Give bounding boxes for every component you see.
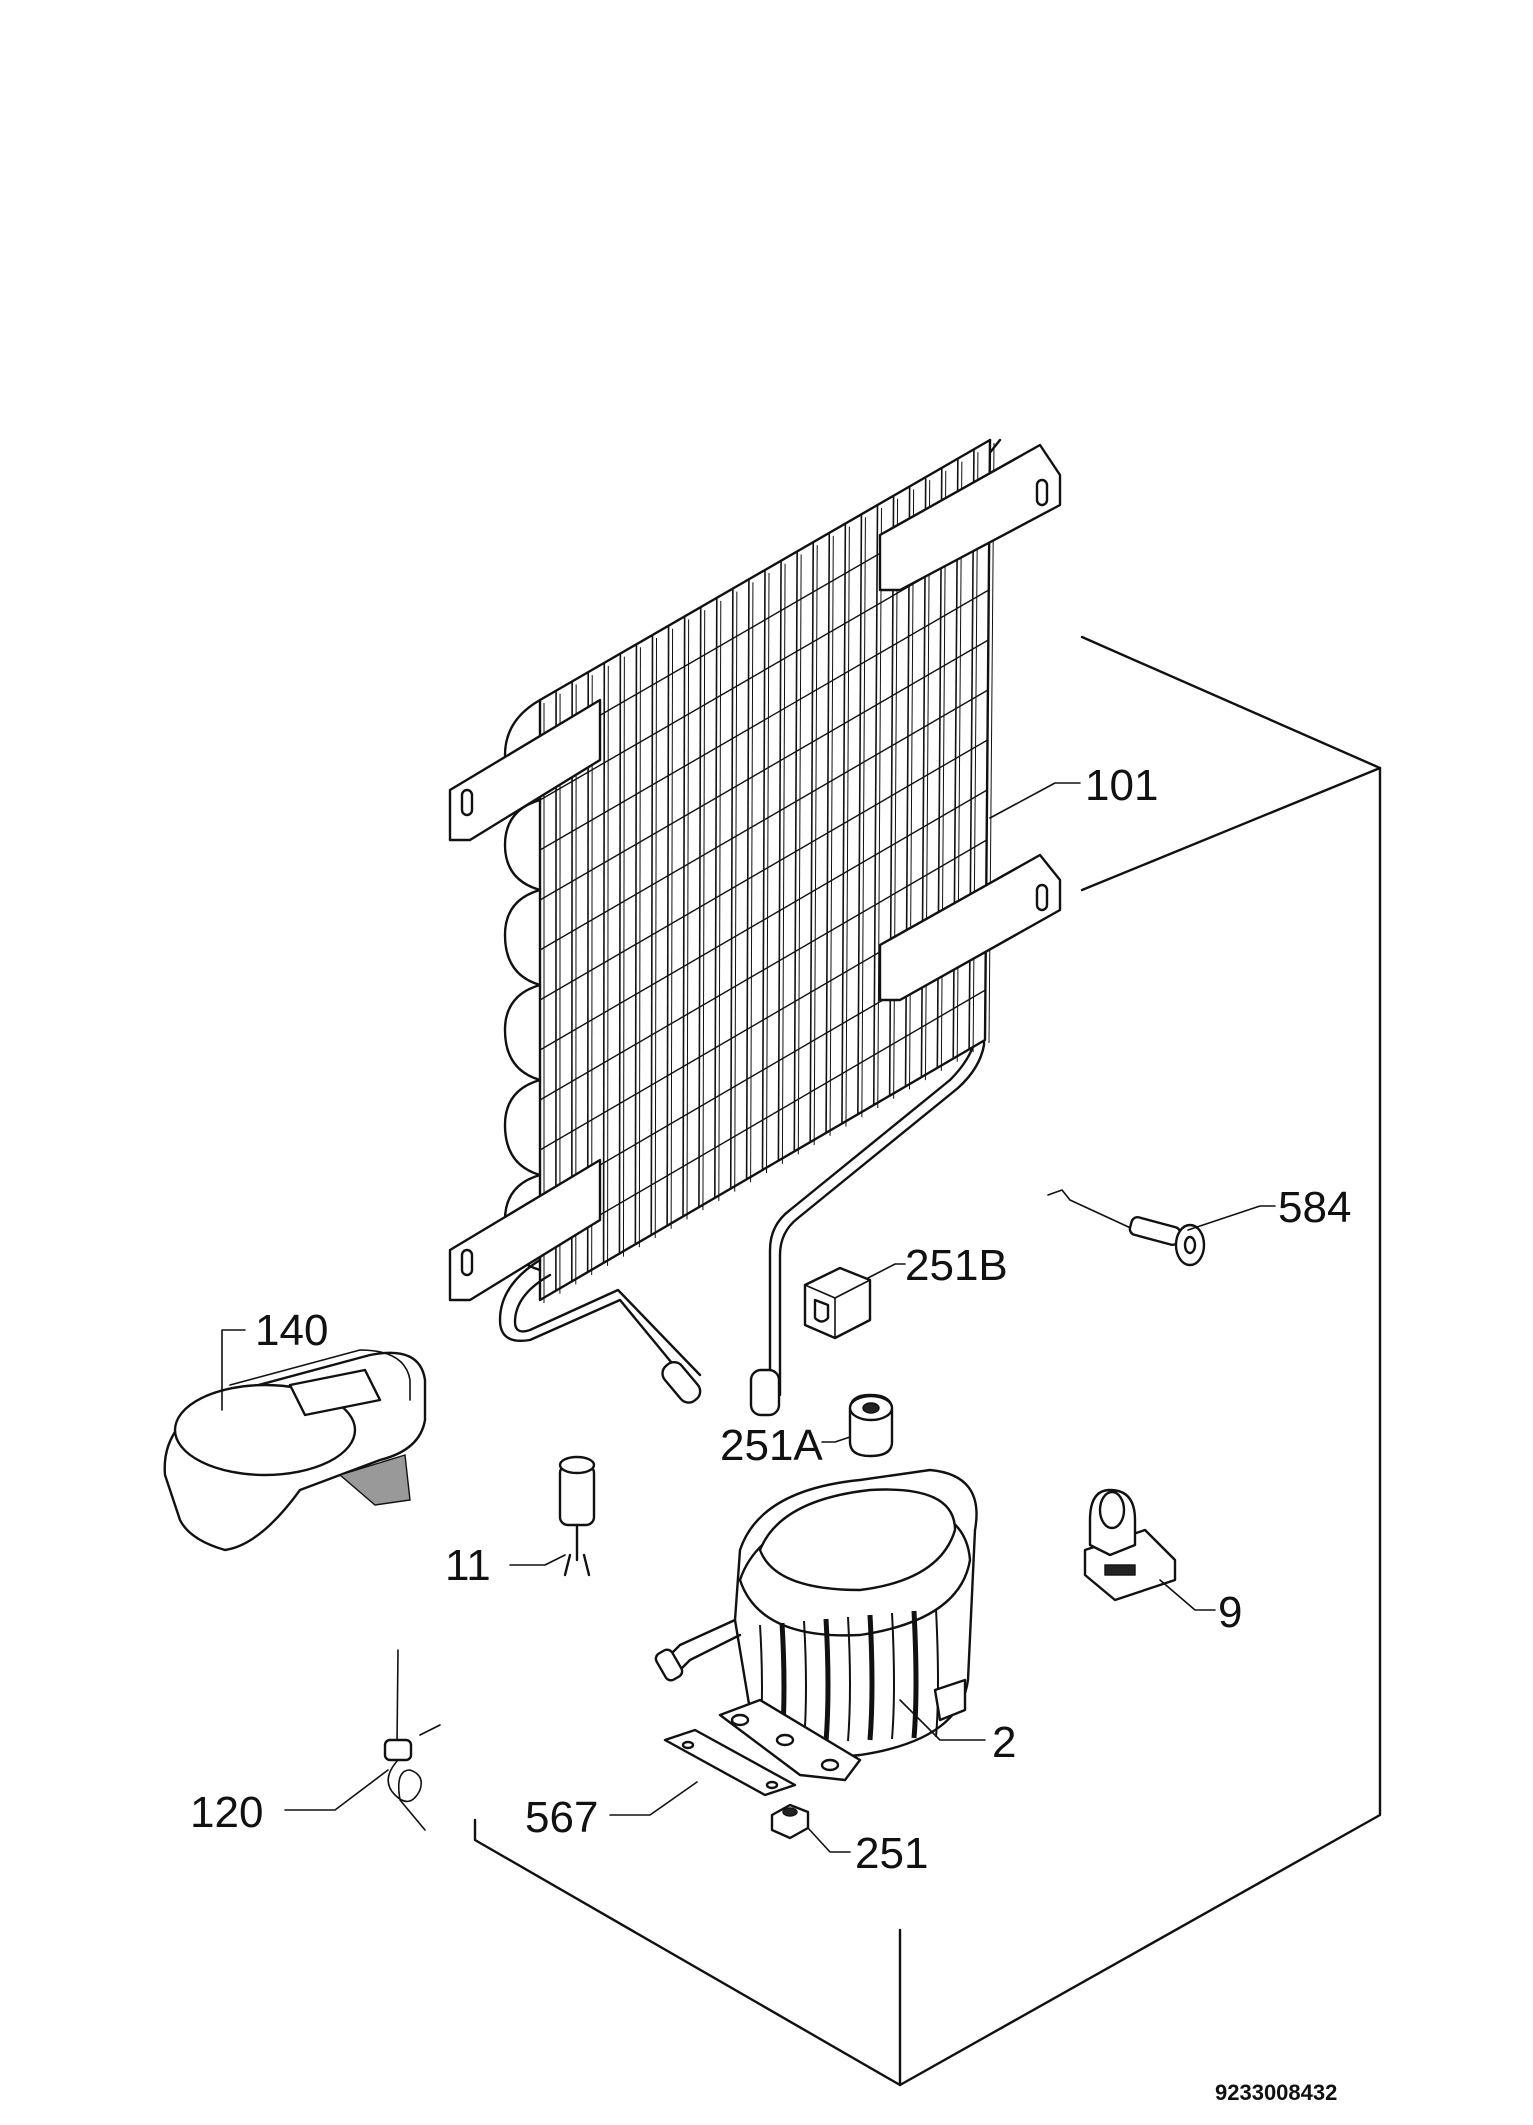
callout-120: 120 — [190, 1788, 263, 1837]
callout-2: 2 — [992, 1718, 1016, 1767]
clamp-part-9 — [1083, 1488, 1177, 1602]
sensor-part-584 — [1047, 1189, 1206, 1267]
condenser-bracket-left-upper — [448, 698, 602, 842]
condenser-bracket-top-right — [878, 443, 1062, 592]
rubber-block-part-251b — [803, 1266, 872, 1340]
mounting-plate-part-567 — [663, 1728, 797, 1797]
condenser-part — [448, 438, 1062, 1417]
callout-567: 567 — [525, 1793, 598, 1842]
condenser-bracket-mid-right — [878, 853, 1062, 1002]
compressor-part-2 — [654, 1468, 978, 1782]
cabinet-outline — [473, 635, 1382, 2087]
callout-251a: 251A — [720, 1421, 823, 1470]
callout-251b: 251B — [905, 1241, 1008, 1290]
callout-584: 584 — [1278, 1183, 1351, 1232]
condenser-bracket-left-lower — [448, 1158, 602, 1302]
document-code: 9233008432 — [1215, 2080, 1337, 2105]
sensor-cable-part-120 — [383, 1649, 441, 1831]
condenser-outlet-tube — [749, 1368, 781, 1417]
drip-tray-part-140 — [163, 1349, 427, 1552]
nut-part-251 — [770, 1803, 810, 1840]
condenser-inlet-tube — [661, 1360, 702, 1404]
leader-lines — [221, 782, 1276, 1853]
callout-251: 251 — [855, 1829, 928, 1878]
callout-140: 140 — [255, 1306, 328, 1355]
callout-11: 11 — [445, 1541, 491, 1590]
callout-101: 101 — [1085, 761, 1158, 810]
callout-9: 9 — [1218, 1588, 1242, 1637]
grommet-part-251a — [848, 1393, 894, 1458]
relay-part-11 — [558, 1455, 596, 1577]
